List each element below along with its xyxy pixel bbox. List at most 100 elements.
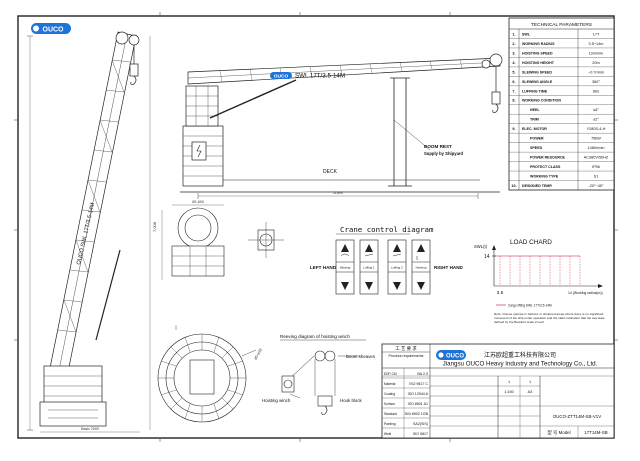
- tech-row-name: SLEWING SPEED: [522, 70, 552, 74]
- tech-row-number: 1.: [512, 32, 515, 36]
- sheet-info-cells: 1 1 1:150 A3: [504, 380, 532, 394]
- control-cell-luffing-2: Luffing 2: [391, 266, 403, 270]
- tech-row-value: ≤5°: [593, 108, 599, 112]
- sheet-cell: A3: [528, 390, 533, 394]
- req-row-value: ISO 8501 A1: [408, 402, 428, 406]
- deck-span-dimension: 11,800: [333, 191, 343, 195]
- load-chart-plot: [492, 245, 603, 306]
- sheet-cell: 1:150: [504, 390, 514, 394]
- height-dimension: 7,008: [152, 221, 157, 232]
- req-row-label: Weld: [384, 432, 391, 436]
- drawing-number: OUCO-ZTT14M-SB-V1V: [553, 414, 601, 419]
- req-row-value: DIN 6902 1GB: [405, 412, 429, 416]
- crane-control-diagram: [335, 233, 431, 295]
- control-cell-luffing-1: Luffing 1: [363, 266, 375, 270]
- tech-table-title: TECHNICAL PARAMETERS: [531, 22, 592, 28]
- tech-row-value: ~0.7r/min: [588, 70, 604, 74]
- tech-row-number: 2.: [512, 42, 515, 46]
- tech-row-name: HOISTING SPEED: [522, 51, 553, 55]
- tech-row-number: 10.: [511, 184, 516, 188]
- crane-working-view: [180, 53, 503, 199]
- tech-row-name: SWL: [522, 32, 531, 36]
- crane-control-title: Crane control diagram: [340, 225, 434, 234]
- model-value: 17T14M-SB: [584, 430, 607, 435]
- tech-row-value: Y280S-4-H: [587, 127, 606, 131]
- req-row-label: Painting: [384, 422, 396, 426]
- load-chart-note-box: Note: Cranes operate in harbour or shelt…: [494, 312, 605, 324]
- brand-logo-text: OUCO: [43, 27, 65, 34]
- tech-row-name: ELEC. MOTOR: [522, 127, 547, 131]
- frame-ticks: [14, 12, 618, 442]
- tech-row-value: 360°: [592, 80, 600, 84]
- crane-elevation-view: [27, 31, 151, 433]
- brand-logo: OUCO: [31, 23, 71, 34]
- control-cell-labels: Slewing Luffing 1 Luffing 2 Hoisting: [340, 266, 427, 270]
- load-chart-x-end: 14 (Working radius(m)): [568, 291, 603, 295]
- deck-label: DECK: [323, 169, 338, 175]
- tech-row-number: 3.: [512, 51, 515, 55]
- req-row-label: Standard: [384, 412, 397, 416]
- req-row-value: BA 2.0: [417, 372, 428, 376]
- reeving-diagram: [280, 339, 366, 415]
- tech-row-value: 1480r/min: [588, 146, 605, 150]
- req-row-label: EDP-CM: [384, 372, 397, 376]
- working-view-logo: OUCO: [270, 72, 292, 79]
- model-label: 型 号 Model: [547, 429, 570, 436]
- sheet-cell: 1: [529, 380, 531, 384]
- tech-row-number: 8.: [512, 99, 515, 103]
- tech-row-number: 4.: [512, 61, 515, 65]
- req-row-label: Material: [384, 382, 396, 386]
- tech-row-name: LUFFING TIME: [522, 89, 548, 93]
- control-right-hand: RIGHT HAND: [434, 265, 464, 270]
- tech-row-name: POWER RESOURCE: [530, 156, 566, 160]
- title-block-logo-text: OUCO: [446, 354, 464, 360]
- title-block-logo: OUCO: [436, 350, 466, 360]
- load-chart-y-label: SWL(t): [474, 244, 488, 249]
- title-block: [381, 343, 615, 439]
- req-row-label: Coating: [384, 392, 395, 396]
- tech-table-frame: [508, 17, 615, 191]
- tech-row-name: POWER: [530, 137, 544, 141]
- tech-row-value: IP56: [592, 165, 600, 169]
- tech-row-value: -20°~45°: [589, 184, 604, 188]
- tech-row-value: ≤2°: [593, 118, 599, 122]
- crane-model-label: SWL 17T/3.5-14M: [295, 73, 345, 80]
- reeving-hook-block: Hook block: [340, 398, 363, 403]
- load-chart-title: LOAD CHARD: [510, 239, 552, 246]
- supplied-by-label: Supply by Shipyard: [424, 151, 464, 156]
- reeving-title: Reeving diagram of hoisting winch: [280, 334, 350, 339]
- tech-row-value: 20m: [592, 61, 599, 65]
- process-req-subtitle: Process requirements: [389, 354, 424, 358]
- reeving-hoisting-winch: Hoisting winch: [262, 398, 291, 403]
- pedestal-plan-view: [161, 204, 284, 280]
- plan-diameter: Ø1,600: [192, 200, 204, 204]
- tech-row-name: PROTECT CLASS: [530, 165, 561, 169]
- load-chart-y-value: 14: [484, 254, 490, 260]
- tech-row-value: 75kW: [591, 137, 601, 141]
- tech-row-value: S1: [594, 174, 599, 178]
- tech-row-name: SLEWING ANGLE: [522, 80, 553, 84]
- req-row-value: SA2(SIS): [413, 422, 428, 426]
- req-row-label: Surface: [384, 402, 395, 406]
- company-name-en: Jiangsu OUCO Heavy Industry and Technolo…: [443, 361, 598, 368]
- tech-row-name: SPEED: [530, 146, 543, 150]
- tech-row-number: 9.: [512, 127, 515, 131]
- slewing-ring-view: [157, 325, 257, 423]
- process-req-title: 工 艺 要 求: [395, 345, 417, 352]
- working-view-logo-text: OUCO: [274, 73, 289, 79]
- req-row-value: ISO 9817 C: [409, 382, 428, 386]
- tech-row-value: 12m/min: [589, 51, 604, 55]
- tech-row-value: 3.5~14m: [589, 42, 604, 46]
- sheet-cell: 1: [508, 380, 510, 384]
- tech-row-name: WORKING TYPE: [530, 174, 559, 178]
- control-cell-hoisting: Hoisting: [416, 266, 427, 270]
- tech-row-number: 5.: [512, 70, 515, 74]
- tech-row-name: WORKING RADIUS: [522, 42, 555, 46]
- tech-row-name: DESIGNED TEMP.: [522, 184, 552, 188]
- sheet-border: [17, 15, 615, 439]
- req-row-value: ISO 5817: [413, 432, 428, 436]
